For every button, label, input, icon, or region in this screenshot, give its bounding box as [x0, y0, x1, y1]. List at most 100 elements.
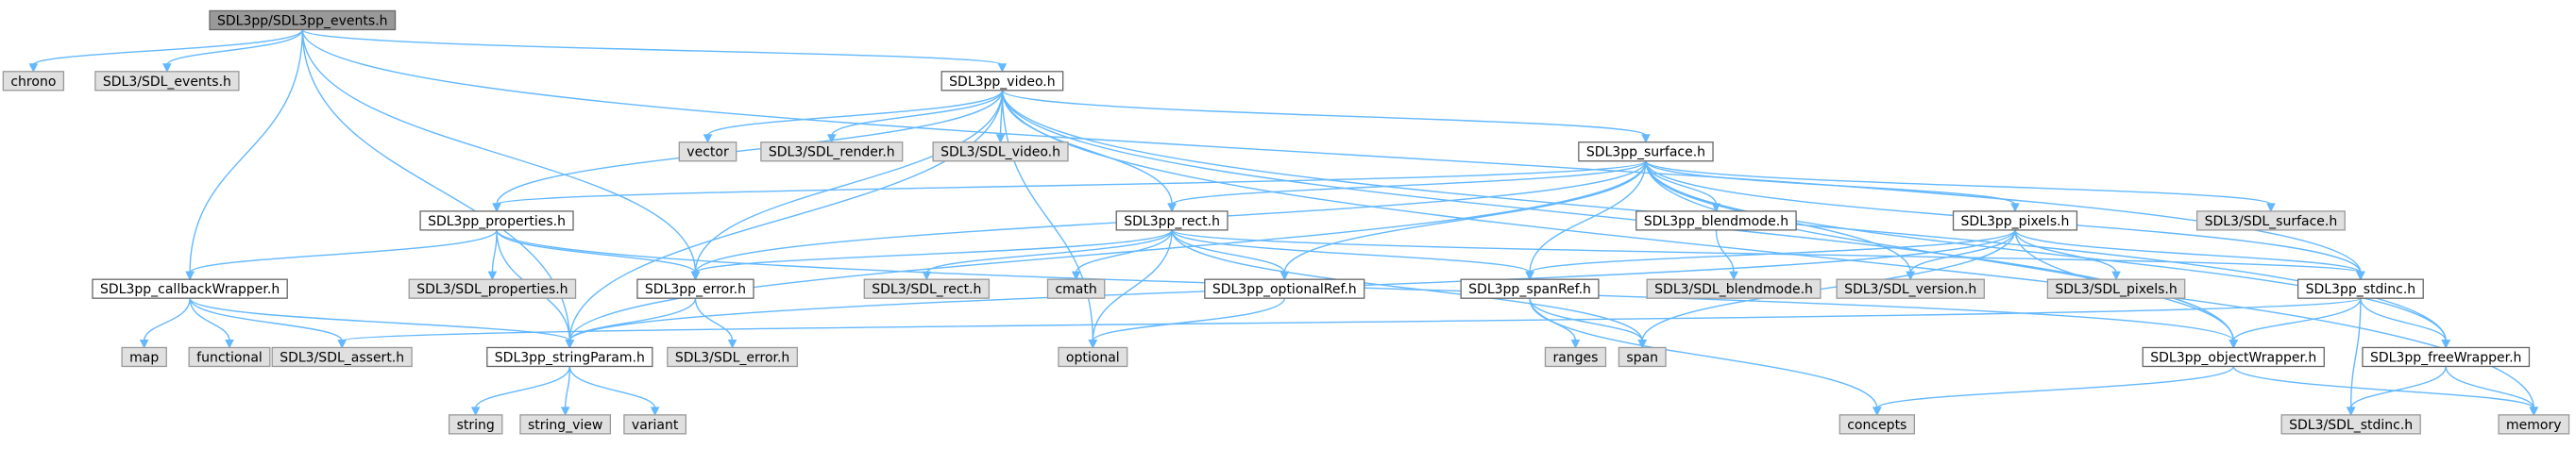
edge-surface-to-objectwrapper [1645, 160, 2239, 349]
edge-properties-to-sdl_properties [487, 229, 498, 281]
edge-surface-to-rect [1167, 160, 1647, 213]
node-events[interactable]: SDL3pp/SDL3pp_events.h [209, 9, 397, 31]
node-label: SDL3pp_video.h [949, 75, 1055, 90]
edge-events-to-stringparam [301, 29, 575, 349]
node-box [636, 278, 754, 299]
node-chrono: chrono [2, 71, 65, 91]
node-label: SDL3pp_surface.h [1586, 145, 1705, 160]
node-label: SDL3/SDL_properties.h [416, 282, 568, 297]
edge-callback-to-functional [189, 298, 234, 349]
node-label: functional [196, 350, 263, 365]
edge-stdinc-to-sdl_stdinc [2346, 298, 2362, 416]
node-label: SDL3pp_spanRef.h [1468, 282, 1591, 297]
node-label: SDL3/SDL_error.h [675, 350, 790, 365]
edge-spanref-to-span [1529, 298, 1648, 349]
node-sdl-surface: SDL3/SDL_surface.h [2195, 210, 2346, 231]
edge-rect-to-cmath [1071, 229, 1173, 281]
node-box [271, 346, 413, 368]
node-sdl-version: SDL3/SDL_version.h [1836, 278, 1985, 299]
edge-pixels-to-stdinc [2014, 229, 2365, 281]
edge-surface-to-sdl_surface [1645, 160, 2276, 213]
node-sdl-properties: SDL3/SDL_properties.h [408, 278, 577, 299]
edge-blendmode-to-sdl_blendmode [1715, 229, 1738, 281]
edge-video-to-properties [492, 90, 1004, 213]
node-label: optional [1066, 350, 1120, 365]
node-box [1836, 278, 1985, 299]
node-variant: variant [623, 414, 687, 435]
node-box [1058, 346, 1128, 368]
node-rect[interactable]: SDL3pp_rect.h [1115, 210, 1229, 231]
node-label: ranges [1552, 350, 1598, 365]
node-sdl-blendmode: SDL3/SDL_blendmode.h [1646, 278, 1822, 299]
edge-surface-to-pixels [1645, 160, 2020, 213]
node-label: SDL3pp_stdinc.h [2306, 282, 2416, 297]
node-sdl-pixels: SDL3/SDL_pixels.h [2046, 278, 2186, 299]
node-label: SDL3pp_callbackWrapper.h [100, 282, 280, 297]
node-error[interactable]: SDL3pp_error.h [636, 278, 754, 299]
node-cmath: cmath [1046, 278, 1106, 299]
edge-video-to-optional [1001, 90, 1098, 349]
node-box [1544, 346, 1607, 368]
node-box [1839, 414, 1916, 435]
node-label: vector [686, 145, 729, 160]
edge-error-to-stringparam [565, 298, 697, 349]
node-label: SDL3/SDL_events.h [103, 75, 231, 90]
node-box [2296, 278, 2424, 299]
node-label: SDL3/SDL_rect.h [872, 282, 981, 297]
node-video[interactable]: SDL3pp_video.h [941, 71, 1064, 91]
node-objectwrapper[interactable]: SDL3pp_objectWrapper.h [2142, 346, 2325, 368]
node-label: SDL3pp_properties.h [428, 214, 566, 229]
node-optionalref[interactable]: SDL3pp_optionalRef.h [1204, 278, 1365, 299]
node-surface[interactable]: SDL3pp_surface.h [1578, 141, 1714, 162]
edge-error-to-sdl_error [694, 298, 737, 349]
edge-surface-to-stringparam [565, 160, 1647, 349]
edge-objectwrapper-to-concepts [1872, 366, 2234, 416]
node-label: SDL3/SDL_assert.h [280, 350, 404, 365]
edge-stdinc-to-sdl_assert [337, 297, 2362, 349]
edge-pixels-to-spanref [1525, 229, 2016, 281]
node-box [623, 414, 687, 435]
node-box [932, 141, 1069, 162]
edge-events-to-stdinc [301, 29, 2365, 281]
edge-surface-to-spanref [1525, 160, 1647, 281]
node-label: SDL3/SDL_pixels.h [2055, 282, 2177, 297]
node-box [209, 9, 397, 31]
node-stringparam[interactable]: SDL3pp_stringParam.h [486, 346, 653, 368]
node-box [94, 71, 240, 91]
node-box [1204, 278, 1365, 299]
node-span: span [1618, 346, 1667, 368]
node-properties[interactable]: SDL3pp_properties.h [419, 210, 574, 231]
node-label: SDL3pp_pixels.h [1961, 214, 2070, 229]
node-string-view: string_view [519, 414, 612, 435]
node-freewrapper[interactable]: SDL3pp_freeWrapper.h [2362, 346, 2531, 368]
node-pixels[interactable]: SDL3pp_pixels.h [1952, 210, 2078, 231]
node-label: cmath [1055, 282, 1096, 297]
node-label: string [457, 418, 495, 433]
node-sdl-events: SDL3/SDL_events.h [94, 71, 240, 91]
node-box [941, 71, 1064, 91]
node-spanref[interactable]: SDL3pp_spanRef.h [1460, 278, 1600, 299]
node-label: SDL3/SDL_version.h [1844, 282, 1976, 297]
node-sdl-error: SDL3/SDL_error.h [667, 346, 798, 368]
edge-events-to-callback [185, 29, 303, 281]
node-label: SDL3/SDL_stdinc.h [2289, 418, 2413, 433]
node-stdinc[interactable]: SDL3pp_stdinc.h [2296, 278, 2424, 299]
edge-callback-to-sdl_assert [189, 297, 347, 349]
node-box [678, 141, 737, 162]
node-box [419, 210, 574, 231]
node-callback[interactable]: SDL3pp_callbackWrapper.h [92, 278, 288, 299]
edge-video-to-sdl_render [826, 90, 1004, 143]
edge-events-to-error [301, 29, 701, 281]
node-label: SDL3pp_freeWrapper.h [2370, 350, 2521, 365]
node-box [408, 278, 577, 299]
node-box [486, 346, 653, 368]
edge-video-to-surface [1001, 90, 1651, 143]
node-box [2195, 210, 2346, 231]
edge-events-to-video [301, 28, 1008, 73]
node-label: SDL3pp_error.h [645, 282, 746, 297]
node-box [760, 141, 904, 162]
node-blendmode[interactable]: SDL3pp_blendmode.h [1635, 210, 1797, 231]
edge-rect-to-optionalref [1171, 229, 1290, 281]
